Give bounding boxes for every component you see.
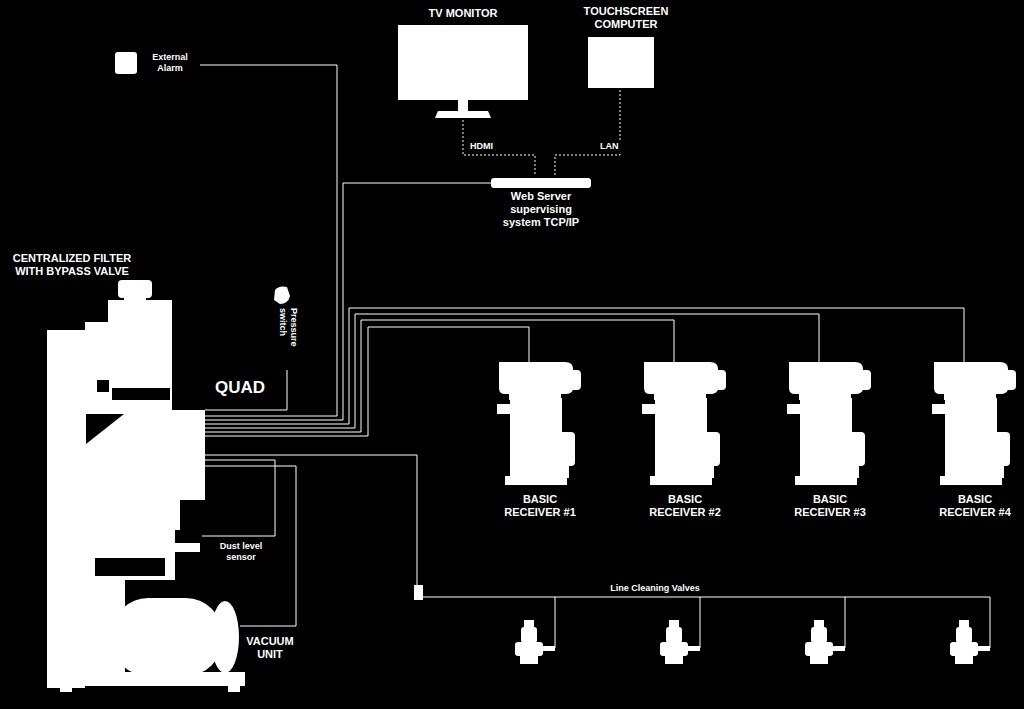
quad-machine-part <box>55 672 245 686</box>
cable-label: LAN <box>598 141 621 152</box>
quad-machine-part <box>112 388 170 400</box>
signal-wire <box>202 455 990 648</box>
quad-machine-part <box>228 686 240 692</box>
node-label: BASIC RECEIVER #2 <box>640 493 730 519</box>
quad-machine-part <box>85 322 172 410</box>
alarm-box: External Alarm <box>140 50 200 80</box>
receiver-box: BASIC RECEIVER #1 <box>495 362 585 522</box>
receiver-box: BASIC RECEIVER #3 <box>785 362 875 522</box>
receiver-illustration <box>497 362 1016 485</box>
touchscreen-computer <box>588 37 654 88</box>
node-label: External Alarm <box>140 52 200 74</box>
line-cleaning-valve-part <box>515 620 555 664</box>
signal-cable <box>200 65 337 416</box>
signal-cable <box>205 370 287 410</box>
touchscreen-computer-part <box>588 37 654 88</box>
signal-wire-part <box>202 460 275 536</box>
valve-control-box <box>414 585 423 600</box>
part-label: Dust level sensor <box>216 541 266 563</box>
signal-cable <box>205 183 491 420</box>
quad-machine-part <box>97 380 109 392</box>
line-cleaning-valve-part <box>950 620 990 664</box>
computer-box: TOUCHSCREEN COMPUTER <box>580 4 672 90</box>
valve-control-box-part <box>414 585 423 600</box>
signal-cable <box>205 327 529 436</box>
quad-machine-part <box>60 686 72 692</box>
node-label: Web Server supervising system TCP/IP <box>501 190 581 230</box>
signal-wire-part <box>555 597 556 648</box>
quad-machine-part <box>47 330 85 688</box>
quad-machine-part <box>95 558 165 576</box>
quad-machine-part <box>175 543 200 552</box>
signal-wire-part <box>205 455 417 585</box>
web-server-part <box>491 178 591 188</box>
receiver-box: BASIC RECEIVER #4 <box>930 362 1020 522</box>
part-label: QUAD <box>215 378 275 398</box>
node-label: Pressure switch <box>277 308 299 368</box>
external-alarm-part <box>115 52 137 74</box>
quad-machine-part <box>118 280 152 298</box>
receiver-illustration-part <box>642 362 726 485</box>
signal-cable <box>205 308 964 424</box>
node-label: BASIC RECEIVER #3 <box>785 493 875 519</box>
tv-monitor <box>398 25 528 118</box>
signal-wire-part <box>845 597 846 648</box>
quad-machine-part <box>112 598 222 676</box>
tv-monitor-part <box>458 100 468 112</box>
pressure-switch-box: Pressure switch <box>270 284 300 370</box>
tv-monitor-part <box>398 25 528 100</box>
bus-label: Line Cleaning Valves <box>600 583 710 594</box>
quad-machine-part <box>168 500 180 530</box>
part-label: VACUUM UNIT <box>241 635 299 661</box>
cable-label: HDMI <box>468 141 495 152</box>
signal-wire-part <box>700 597 701 648</box>
pressure-switch-part <box>274 286 290 304</box>
quad-unit: CENTRALIZED FILTER WITH BYPASS VALVEQUAD… <box>45 278 205 695</box>
quad-machine <box>47 280 245 692</box>
line-cleaning-valve-part <box>660 620 700 664</box>
quad-machine-part <box>211 601 239 673</box>
node-label: BASIC RECEIVER #1 <box>495 493 585 519</box>
line-cleaning-valve-part <box>805 620 845 664</box>
network-cable <box>555 90 620 175</box>
receiver-box: BASIC RECEIVER #2 <box>640 362 730 522</box>
quad-machine-part <box>85 410 205 500</box>
receiver-illustration-part <box>787 362 871 485</box>
quad-machine-part <box>86 414 124 444</box>
signal-wire-part <box>423 597 990 598</box>
monitor-box: TV MONITOR <box>398 6 528 120</box>
receiver-illustration-part <box>932 362 1016 485</box>
pressure-switch <box>274 286 290 304</box>
external-alarm <box>115 52 137 74</box>
signal-cable <box>205 320 674 432</box>
signal-wire-part <box>990 597 991 648</box>
signal-wire-part <box>205 466 296 626</box>
node-label: TV MONITOR <box>398 7 528 20</box>
quad-machine-part <box>85 500 175 580</box>
node-label: BASIC RECEIVER #4 <box>930 493 1020 519</box>
network-cable <box>463 120 535 175</box>
node-label: TOUCHSCREEN COMPUTER <box>580 5 672 31</box>
server-box: Web Server supervising system TCP/IP <box>491 175 591 245</box>
line-cleaning-valve <box>515 620 990 664</box>
node-label: CENTRALIZED FILTER WITH BYPASS VALVE <box>2 252 142 278</box>
tv-monitor-part <box>435 111 491 118</box>
web-server <box>491 178 591 188</box>
receiver-illustration-part <box>497 362 581 485</box>
